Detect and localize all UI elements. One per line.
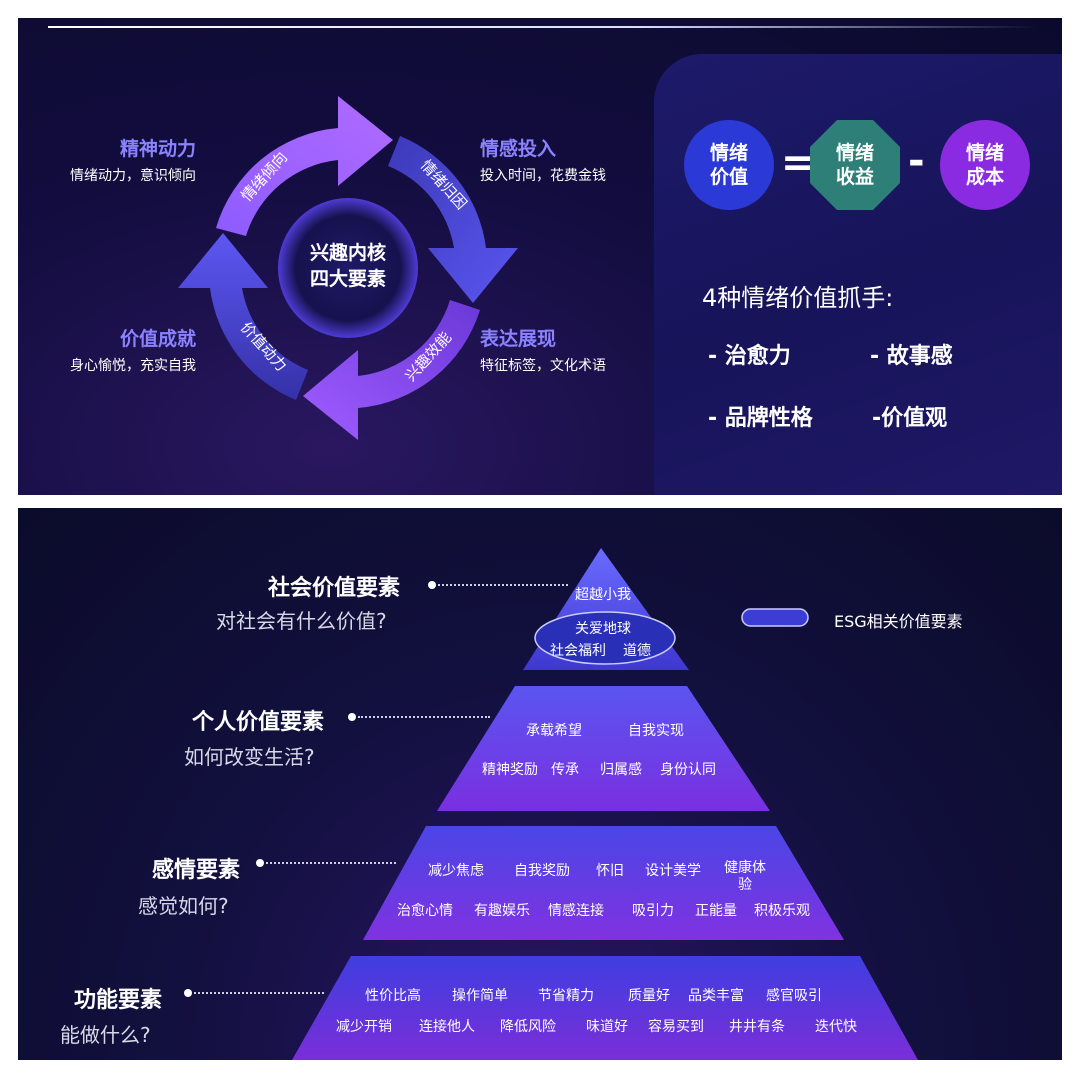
esg-legend-label: ESG相关价值要素 bbox=[834, 612, 963, 631]
quadrant-sub-value-achievement: 身心愉悦，充实自我 bbox=[70, 358, 196, 374]
level-title-personal: 个人价值要素 bbox=[192, 710, 325, 735]
quadrant-title-expression: 表达展现 bbox=[480, 328, 557, 350]
tag-functional-1: 操作简单 bbox=[452, 988, 508, 1004]
tag-functional-8: 降低风险 bbox=[500, 1019, 556, 1035]
tag-emotional-2: 怀旧 bbox=[596, 863, 624, 879]
tag-personal-4: 归属感 bbox=[600, 762, 642, 778]
core-circle bbox=[278, 198, 418, 338]
value-pyramid bbox=[292, 548, 918, 1060]
tag-personal-0: 承载希望 bbox=[526, 723, 582, 739]
tag-social-2: 社会福利 bbox=[550, 643, 606, 659]
emotion-income-octagon: 情绪 收益 bbox=[810, 120, 900, 210]
handle-healing: - 治愈力 bbox=[708, 344, 791, 369]
handles-heading: 4种情绪价值抓手: bbox=[702, 284, 894, 312]
quadrant-sub-spiritual-drive: 情绪动力，意识倾向 bbox=[70, 168, 196, 184]
tag-emotional-5: 治愈心情 bbox=[397, 903, 453, 919]
level-title-social: 社会价值要素 bbox=[268, 576, 401, 601]
tag-functional-3: 质量好 bbox=[628, 988, 670, 1004]
emotion-value-card: 情绪 价值 = 情绪 收益 - 情绪 成本 4种情绪价值抓手: - 治愈力 - … bbox=[654, 54, 1062, 495]
leader-dot-social bbox=[428, 581, 436, 589]
tag-social-1: 关爱地球 bbox=[575, 621, 631, 637]
equals-sign: = bbox=[781, 140, 815, 186]
tag-functional-4: 品类丰富 bbox=[688, 988, 744, 1004]
esg-legend-swatch bbox=[741, 608, 809, 627]
emotion-value-circle: 情绪 价值 bbox=[684, 120, 774, 210]
tag-functional-6: 减少开销 bbox=[336, 1019, 392, 1035]
tag-emotional-8: 吸引力 bbox=[632, 903, 674, 919]
tag-personal-5: 身份认同 bbox=[660, 762, 716, 778]
level-question-personal: 如何改变生活? bbox=[184, 745, 315, 769]
esg-highlight-oval bbox=[534, 611, 676, 665]
tag-functional-12: 迭代快 bbox=[815, 1019, 857, 1035]
quadrant-sub-expression: 特征标签，文化术语 bbox=[480, 358, 606, 374]
tag-social-0: 超越小我 bbox=[575, 587, 631, 603]
tag-emotional-3: 设计美学 bbox=[645, 863, 701, 879]
tag-personal-3: 传承 bbox=[551, 762, 579, 778]
emotional-value-panel: 情绪倾向 情绪归因 兴趣效能 价值动力 兴趣内核 四大要素 精神动力 情绪动力，… bbox=[18, 18, 1062, 495]
level-title-functional: 功能要素 bbox=[74, 988, 163, 1013]
tag-functional-7: 连接他人 bbox=[419, 1019, 475, 1035]
level-question-social: 对社会有什么价值? bbox=[216, 609, 387, 633]
tag-emotional-9: 正能量 bbox=[695, 903, 737, 919]
tag-functional-0: 性价比高 bbox=[365, 988, 421, 1004]
tag-functional-10: 容易买到 bbox=[648, 1019, 704, 1035]
arrow-emotion-tendency bbox=[216, 96, 393, 236]
arrow-value-drive bbox=[178, 233, 308, 400]
pyramid-level-personal bbox=[437, 686, 770, 811]
quadrant-title-spiritual-drive: 精神动力 bbox=[120, 138, 197, 160]
arrow-interest-efficacy bbox=[303, 300, 480, 440]
tag-personal-1: 自我实现 bbox=[628, 723, 684, 739]
minus-sign: - bbox=[908, 138, 925, 184]
tag-functional-11: 井井有条 bbox=[729, 1019, 785, 1035]
tag-emotional-7: 情感连接 bbox=[548, 903, 604, 919]
emotion-cost-circle: 情绪 成本 bbox=[940, 120, 1030, 210]
value-pyramid-panel: ESG相关价值要素 社会价值要素 对社会有什么价值? 超越小我 关爱地球 社会福… bbox=[18, 508, 1062, 1060]
tag-personal-2: 精神奖励 bbox=[482, 762, 538, 778]
tag-functional-2: 节省精力 bbox=[538, 988, 594, 1004]
leader-line-personal bbox=[358, 716, 490, 718]
leader-line-social bbox=[438, 584, 568, 586]
level-title-emotional: 感情要素 bbox=[152, 858, 241, 883]
tag-emotional-1: 自我奖励 bbox=[514, 863, 570, 879]
tag-emotional-4: 健康体 验 bbox=[724, 860, 766, 893]
handle-storytelling: - 故事感 bbox=[870, 344, 953, 369]
arrow-emotion-attribution bbox=[388, 136, 518, 303]
tag-functional-9: 味道好 bbox=[586, 1019, 628, 1035]
handle-values: -价值观 bbox=[872, 406, 948, 431]
quadrant-title-value-achievement: 价值成就 bbox=[120, 328, 197, 350]
tag-emotional-10: 积极乐观 bbox=[754, 903, 810, 919]
leader-line-functional bbox=[194, 992, 324, 994]
quadrant-sub-emotional-investment: 投入时间，花费金钱 bbox=[480, 168, 606, 184]
leader-dot-emotional bbox=[256, 859, 264, 867]
level-question-functional: 能做什么? bbox=[60, 1023, 151, 1047]
leader-dot-personal bbox=[348, 713, 356, 721]
handle-brand-personality: - 品牌性格 bbox=[708, 406, 813, 431]
cycle-center-label: 兴趣内核 四大要素 bbox=[309, 242, 386, 290]
level-question-emotional: 感觉如何? bbox=[138, 894, 229, 918]
tag-emotional-6: 有趣娱乐 bbox=[474, 903, 530, 919]
quadrant-title-emotional-investment: 情感投入 bbox=[480, 138, 557, 160]
cycle-diagram: 情绪倾向 情绪归因 兴趣效能 价值动力 bbox=[178, 96, 518, 440]
tag-social-3: 道德 bbox=[623, 643, 651, 659]
top-divider-line bbox=[48, 26, 1038, 28]
leader-line-emotional bbox=[266, 862, 396, 864]
pyramid-level-emotional bbox=[363, 826, 844, 940]
leader-dot-functional bbox=[184, 989, 192, 997]
tag-emotional-0: 减少焦虑 bbox=[428, 863, 484, 879]
pyramid-level-functional bbox=[292, 956, 918, 1060]
tag-functional-5: 感官吸引 bbox=[766, 988, 822, 1004]
